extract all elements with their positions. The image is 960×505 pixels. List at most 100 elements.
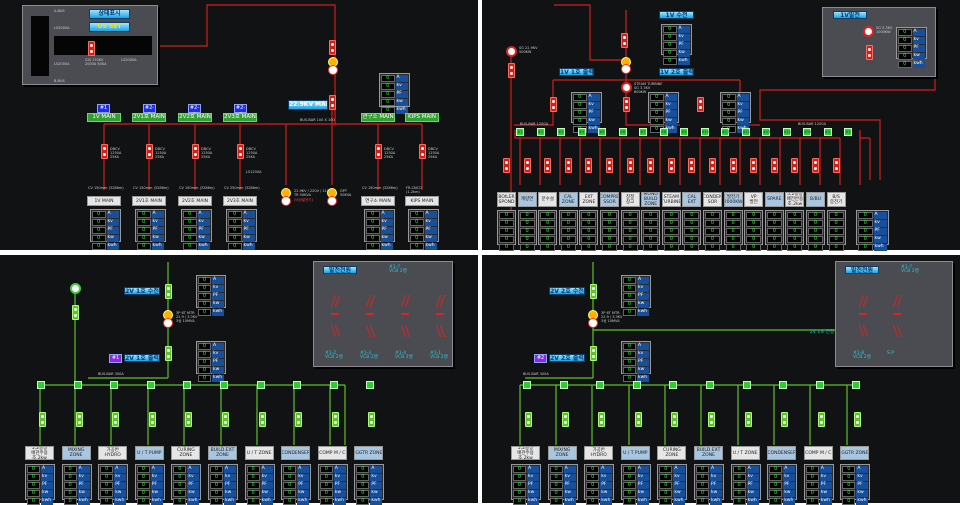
feeder-name-box[interactable]: B/BU: [806, 192, 825, 207]
bus-section-tile[interactable]: #10: [700, 128, 709, 136]
feeder-name-box[interactable]: MIXING ZONE: [547, 446, 577, 460]
circuit-breaker-icon[interactable]: [544, 158, 552, 173]
circuit-breaker-icon[interactable]: [770, 158, 778, 173]
bus-section-tile[interactable]: [596, 381, 605, 389]
feeder-name-box[interactable]: BOILER SPOND: [497, 192, 516, 207]
bus-section-tile[interactable]: [742, 381, 751, 389]
circuit-breaker-icon[interactable]: [503, 158, 510, 173]
circuit-breaker-icon[interactable]: [697, 97, 704, 112]
circuit-breaker-icon[interactable]: [791, 158, 799, 173]
feeder-name-box[interactable]: 5,2공장 배전반용 조.2kw: [785, 192, 805, 207]
feeder-name-box[interactable]: 계량연: [517, 192, 537, 207]
feeder-name-box[interactable]: STEAM TURBINE: [661, 192, 681, 207]
bus-section-tile[interactable]: #11: [721, 128, 730, 136]
bus-section-tile[interactable]: [706, 381, 714, 389]
circuit-breaker-icon[interactable]: [832, 158, 840, 173]
feeder-name-box[interactable]: KIPS MAIN: [405, 196, 439, 206]
bus-section-tile[interactable]: [559, 381, 568, 389]
circuit-breaker-icon[interactable]: [508, 63, 515, 78]
circuit-breaker-icon[interactable]: [812, 158, 819, 173]
circuit-breaker-icon[interactable]: [671, 412, 679, 427]
feeder-name-box[interactable]: CONDENSER: [281, 446, 311, 460]
circuit-breaker-icon[interactable]: [708, 412, 715, 427]
feeder-name-box[interactable]: U / T PUMP: [620, 446, 650, 460]
feeder-name-box[interactable]: 2V1호 MAIN: [132, 196, 166, 206]
circuit-breaker-icon[interactable]: [258, 412, 266, 427]
circuit-breaker-icon[interactable]: [39, 412, 46, 427]
circuit-breaker-icon[interactable]: [88, 41, 95, 56]
feeder-name-box[interactable]: CONDEN SOR: [703, 192, 722, 207]
bus-section-tile[interactable]: #5: [598, 128, 606, 136]
bus-section-tile[interactable]: #15: [803, 128, 812, 136]
circuit-breaker-icon[interactable]: [744, 412, 752, 427]
circuit-breaker-icon[interactable]: [525, 412, 532, 427]
feeder-name-box[interactable]: GGTR ZONE: [840, 446, 870, 460]
bus-section-tile[interactable]: #2: [536, 128, 545, 136]
circuit-breaker-icon[interactable]: [626, 158, 634, 173]
feeder-name-box[interactable]: U / T ZONE: [244, 446, 274, 460]
feeder-name-box[interactable]: 5,2공장 배관주용 조.2kw: [25, 446, 54, 460]
circuit-breaker-icon[interactable]: [817, 412, 825, 427]
bus-section-tile[interactable]: #13: [762, 128, 771, 136]
feeder-name-box[interactable]: 1V MAIN: [87, 196, 121, 206]
bus-section-tile[interactable]: [852, 381, 861, 389]
bus-section-tile[interactable]: [632, 381, 641, 389]
bus-section-tile[interactable]: [366, 381, 375, 389]
main-22-9kv-button[interactable]: 22.9KV MAIN: [288, 100, 328, 110]
circuit-breaker-icon[interactable]: [101, 144, 108, 159]
circuit-breaker-icon[interactable]: [750, 158, 758, 173]
feeder-name-box[interactable]: 2V2호 MAIN: [178, 196, 212, 206]
circuit-breaker-icon[interactable]: [606, 158, 613, 173]
feeder-name-box[interactable]: 창정 창고: [620, 192, 640, 207]
feeder-name-box[interactable]: CAL EXT: [682, 192, 702, 207]
circuit-breaker-icon[interactable]: [148, 412, 156, 427]
circuit-breaker-icon[interactable]: [146, 144, 153, 159]
bus-section-tile[interactable]: #4: [577, 128, 586, 136]
bus-section-tile[interactable]: #2: [844, 128, 852, 136]
feeder-name-box[interactable]: CAL ZONE: [558, 192, 578, 207]
circuit-breaker-icon[interactable]: [165, 346, 172, 361]
feeder-name-box[interactable]: EXT ZONE: [579, 192, 599, 207]
os-set-button[interactable]: OS SET: [89, 22, 130, 32]
feeder-name-box[interactable]: MIXING ZONE: [61, 446, 91, 460]
feeder-name-box[interactable]: VP 발전: [744, 192, 764, 207]
circuit-breaker-icon[interactable]: [667, 158, 675, 173]
circuit-breaker-icon[interactable]: [709, 158, 716, 173]
circuit-breaker-icon[interactable]: [185, 412, 193, 427]
circuit-breaker-icon[interactable]: [375, 144, 382, 159]
feeder-name-box[interactable]: CONDENSER: [767, 446, 797, 460]
bus-section-tile[interactable]: [220, 381, 228, 389]
circuit-breaker-icon[interactable]: [112, 412, 120, 427]
bus-section-tile[interactable]: [815, 381, 824, 389]
bus-section-tile[interactable]: #8: [659, 128, 668, 136]
circuit-breaker-icon[interactable]: [590, 346, 597, 361]
circuit-breaker-icon[interactable]: [222, 412, 229, 427]
feeder-name-box[interactable]: MONO BUILD ZONE: [641, 192, 661, 207]
circuit-breaker-icon[interactable]: [550, 97, 557, 112]
